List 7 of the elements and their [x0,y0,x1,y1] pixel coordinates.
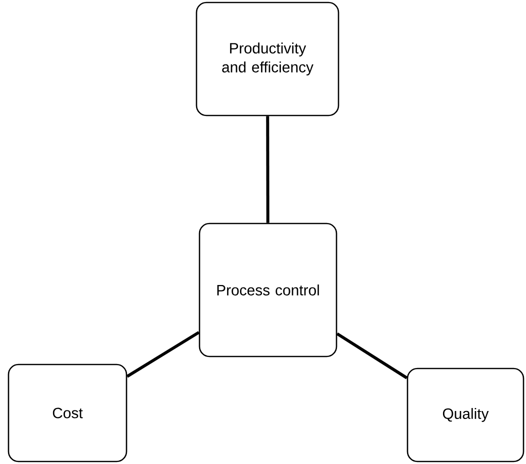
connector-line [266,116,270,223]
process-box: Productivity and efficiency [196,2,340,116]
connector-line [126,331,200,378]
process-box: Cost [8,364,128,462]
process-box: Quality [406,368,524,462]
connector-line [336,332,408,380]
process-box: Process control [198,222,338,358]
